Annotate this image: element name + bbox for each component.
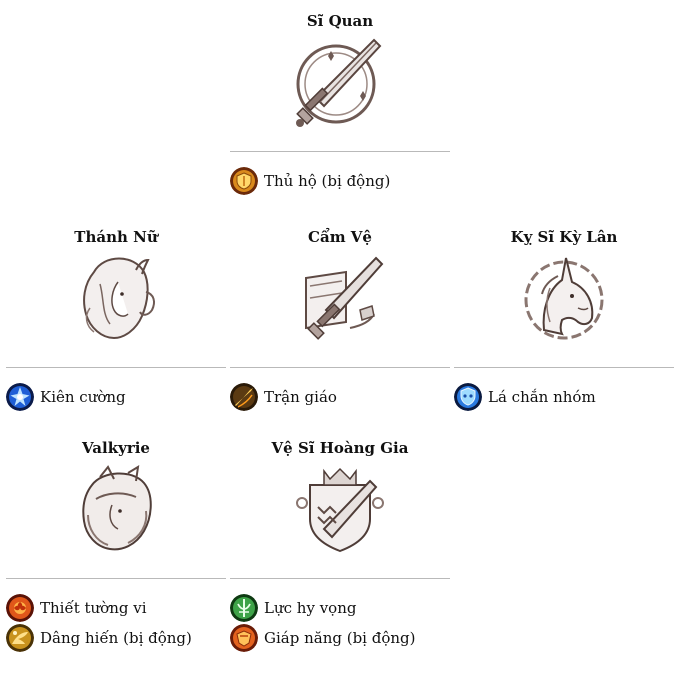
sword-shield-emblem-icon <box>296 38 382 127</box>
devotion-icon <box>6 624 34 652</box>
blue-burst-icon <box>6 383 34 411</box>
orange-armor-icon <box>230 624 258 652</box>
skill-item[interactable]: Giáp năng (bị động) <box>230 623 450 653</box>
skill-label: Thủ hộ (bị động) <box>264 172 391 190</box>
skill-item[interactable]: Thiết tường vi <box>6 593 226 623</box>
skill-label: Dâng hiến (bị động) <box>40 629 192 647</box>
card-ky-si-ky-lan: Kỵ Sĩ Kỳ Lân Lá chắn nhóm <box>454 216 674 411</box>
card-divider <box>6 578 226 579</box>
iron-rose-icon <box>6 594 34 622</box>
card-title: Thánh Nữ <box>74 228 158 246</box>
card-title: Kỵ Sĩ Kỳ Lân <box>510 228 618 246</box>
card-divider <box>230 151 450 152</box>
banner-sword-emblem-icon <box>305 256 384 340</box>
green-hope-icon <box>230 594 258 622</box>
unicorn-emblem-icon <box>524 257 604 340</box>
skill-item[interactable]: Trận giáo <box>230 382 450 412</box>
card-ve-si-hoang-gia: Vệ Sĩ Hoàng Gia Lực hy vọng <box>230 427 450 652</box>
card-si-quan: Sĩ Quan Thủ hộ (bị động) <box>230 0 450 195</box>
card-cam-ve: Cẩm Vệ Trận giáo <box>230 216 450 411</box>
card-divider <box>230 367 450 368</box>
card-divider <box>6 367 226 368</box>
golden-shield-icon <box>230 167 258 195</box>
skill-label: Thiết tường vi <box>40 599 147 617</box>
skill-label: Giáp năng (bị động) <box>264 629 416 647</box>
card-thanh-nu: Thánh Nữ Kiên cường <box>6 216 226 411</box>
valkyrie-portrait-icon <box>82 465 152 551</box>
skill-label: Kiên cường <box>40 388 126 406</box>
skill-label: Lực hy vọng <box>264 599 357 617</box>
card-title: Cẩm Vệ <box>308 228 372 246</box>
skill-item[interactable]: Dâng hiến (bị động) <box>6 623 226 653</box>
spear-strike-icon <box>230 383 258 411</box>
saint-maiden-portrait-icon <box>83 257 155 340</box>
card-title: Vệ Sĩ Hoàng Gia <box>271 439 409 457</box>
card-valkyrie: Valkyrie Thiết tường vi <box>6 427 226 652</box>
blue-group-shield-icon <box>454 383 482 411</box>
skill-item[interactable]: Kiên cường <box>6 382 226 412</box>
card-divider <box>230 578 450 579</box>
skill-item[interactable]: Lá chắn nhóm <box>454 382 674 412</box>
skill-label: Lá chắn nhóm <box>488 388 596 406</box>
card-divider <box>454 367 674 368</box>
skill-label: Trận giáo <box>264 388 337 406</box>
skill-item[interactable]: Lực hy vọng <box>230 593 450 623</box>
card-title: Sĩ Quan <box>306 12 374 30</box>
royal-guard-crest-icon <box>296 467 384 553</box>
skill-item[interactable]: Thủ hộ (bị động) <box>230 166 450 196</box>
card-title: Valkyrie <box>82 439 150 457</box>
